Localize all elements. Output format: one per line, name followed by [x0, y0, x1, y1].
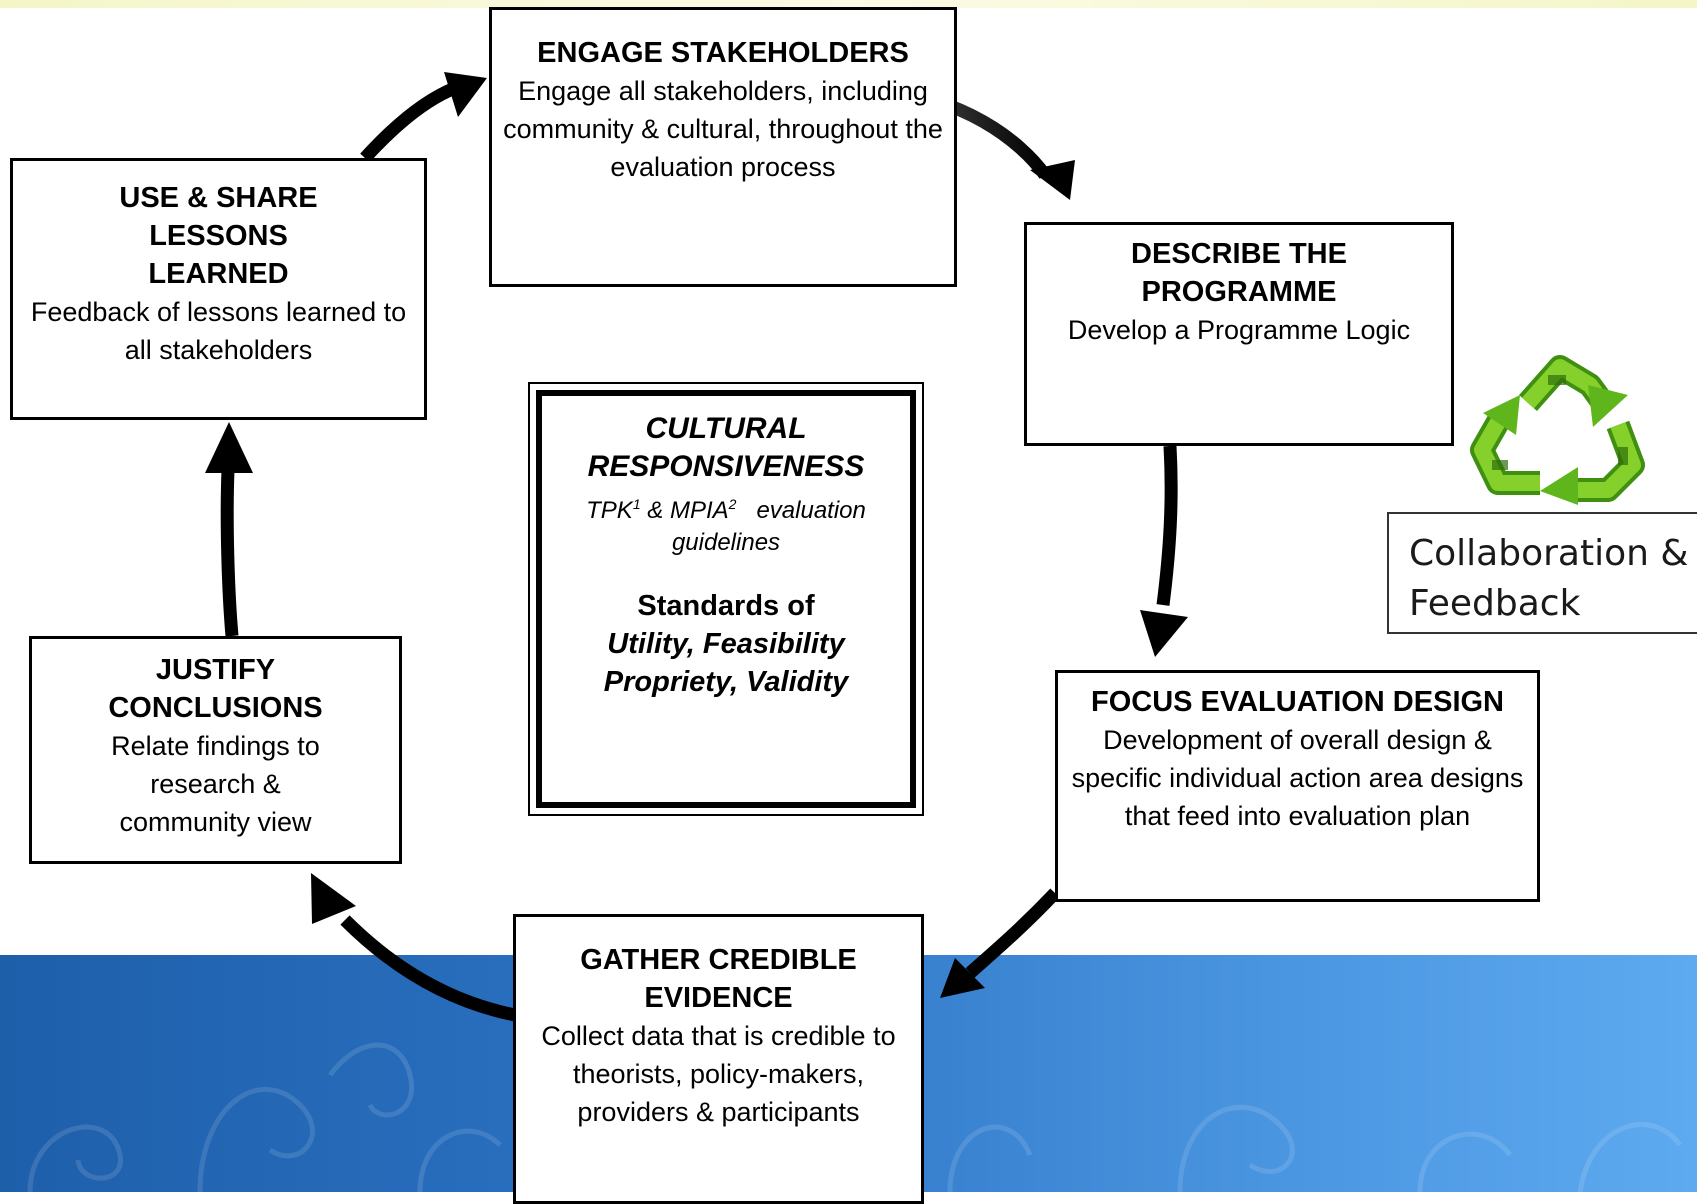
- recycle-arrow-left: [1470, 395, 1540, 495]
- arrow-justify-to-use: [205, 422, 253, 637]
- step-description: Feedback of lessons learned to all stake…: [30, 297, 407, 365]
- footnote-1: 1: [632, 496, 641, 512]
- step-title: JUSTIFY CONCLUSIONS: [108, 654, 323, 724]
- step-title: USE & SHARE LESSONS LEARNED: [119, 182, 318, 290]
- recycle-icon: [1470, 355, 1645, 505]
- collaboration-label: Collaboration & Feedback: [1409, 533, 1689, 624]
- collaboration-feedback-box: Collaboration & Feedback: [1387, 512, 1697, 634]
- footnote-2: 2: [728, 496, 737, 512]
- step-description: Collect data that is credible to theoris…: [541, 1021, 896, 1127]
- arrow-focus-to-gather: [940, 888, 1060, 998]
- standards-title: Standards of: [637, 590, 815, 622]
- recycle-arrow-top: [1519, 355, 1628, 427]
- cultural-guidelines: TPK1 & MPIA2 evaluation guidelines: [542, 488, 910, 559]
- step-engage-stakeholders: ENGAGE STAKEHOLDERS Engage all stakehold…: [489, 7, 957, 287]
- cultural-title: CULTURAL RESPONSIVENESS: [587, 412, 865, 483]
- recycle-arrow-right: [1540, 420, 1645, 505]
- arrow-use-to-engage: [360, 72, 487, 163]
- step-title: FOCUS EVALUATION DESIGN: [1091, 686, 1504, 718]
- guideline-mpia: MPIA: [669, 497, 729, 524]
- standards-list: Utility, Feasibility Propriety, Validity: [603, 628, 849, 698]
- step-use-share-lessons: USE & SHARE LESSONS LEARNED Feedback of …: [10, 158, 427, 420]
- step-description: Develop a Programme Logic: [1067, 315, 1411, 345]
- footer-swirl-pattern: [27, 1042, 1682, 1192]
- step-focus-evaluation-design: FOCUS EVALUATION DESIGN Development of o…: [1055, 670, 1540, 902]
- step-title: ENGAGE STAKEHOLDERS: [537, 37, 909, 69]
- recycle-banknote-marks: [1492, 375, 1628, 470]
- cultural-responsiveness-box: CULTURAL RESPONSIVENESS TPK1 & MPIA2 eva…: [528, 382, 924, 816]
- step-describe-programme: DESCRIBE THE PROGRAMME Develop a Program…: [1024, 222, 1454, 446]
- step-description: Engage all stakeholders, including commu…: [503, 76, 943, 182]
- guideline-suffix: evaluation guidelines: [671, 497, 866, 556]
- guideline-joiner: &: [640, 497, 670, 524]
- arrow-gather-to-justify: [311, 873, 517, 1022]
- step-gather-credible-evidence: GATHER CREDIBLE EVIDENCE Collect data th…: [513, 914, 924, 1204]
- cultural-responsiveness-inner: CULTURAL RESPONSIVENESS TPK1 & MPIA2 eva…: [536, 390, 916, 808]
- step-description: Development of overall design & specific…: [1071, 725, 1524, 831]
- top-banner: [0, 0, 1697, 8]
- guideline-tpk: TPK: [586, 497, 633, 524]
- step-description: Relate findings to research & community …: [111, 731, 320, 837]
- step-justify-conclusions: JUSTIFY CONCLUSIONS Relate findings to r…: [29, 636, 402, 864]
- step-title: GATHER CREDIBLE EVIDENCE: [580, 944, 857, 1014]
- step-title: DESCRIBE THE PROGRAMME: [1131, 238, 1347, 308]
- arrow-describe-to-focus: [1140, 445, 1188, 657]
